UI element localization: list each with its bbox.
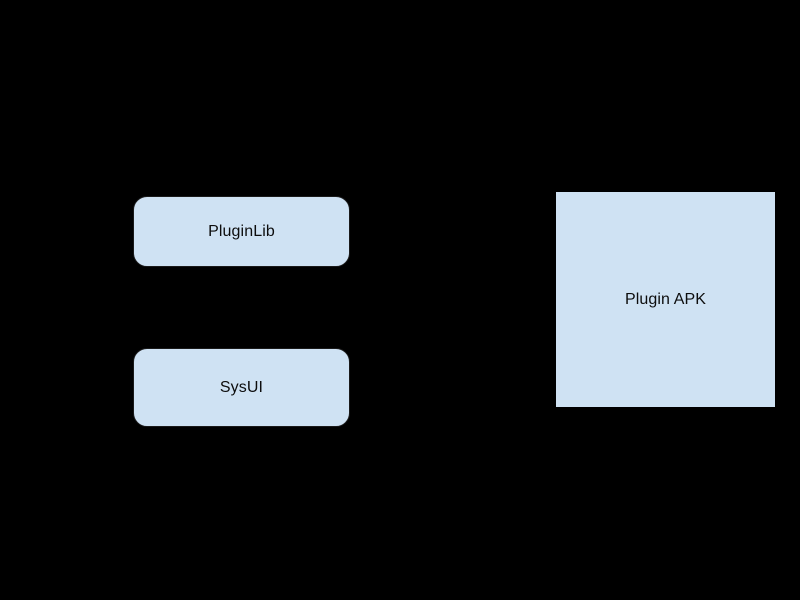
diagram-node-plugin-apk-label: Plugin APK [624, 290, 707, 308]
diagram-node-sysui[interactable]: SysUI [133, 348, 350, 427]
diagram-node-pluginlib-label: PluginLib [208, 222, 275, 240]
diagram-node-pluginlib[interactable]: PluginLib [133, 196, 350, 267]
diagram-node-sysui-label: SysUI [219, 378, 264, 396]
diagram-node-plugin-apk[interactable]: Plugin APK [556, 192, 775, 407]
